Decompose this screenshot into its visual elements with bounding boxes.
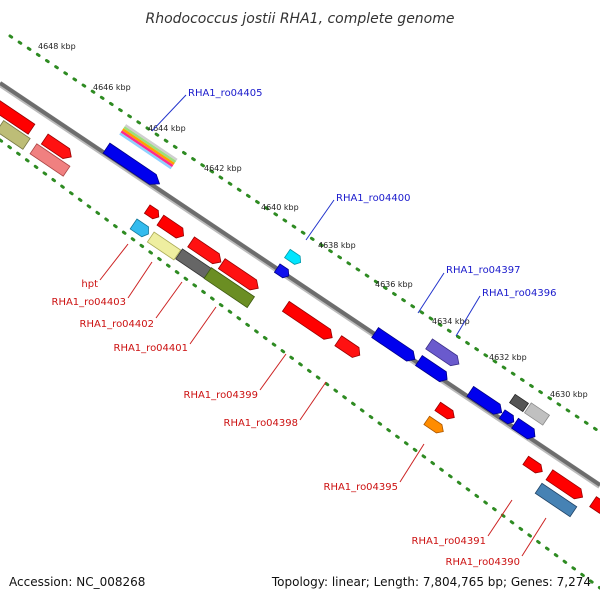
leader-ro04391 (487, 499, 513, 537)
gene-ro04403[interactable] (146, 231, 182, 261)
label-ro04399[interactable]: RHA1_ro04399 (184, 390, 259, 401)
label-ro04405[interactable]: RHA1_ro04405 (188, 88, 263, 99)
label-ro04397[interactable]: RHA1_ro04397 (446, 265, 521, 276)
gene-blue-636[interactable] (371, 327, 419, 365)
gene-ro04391[interactable] (545, 469, 586, 502)
tick-label-4634: 4634 kbp (432, 317, 470, 326)
tick-label-4648: 4648 kbp (38, 42, 76, 51)
tick-label-4630: 4630 kbp (550, 390, 588, 399)
leader-ro04405 (151, 94, 187, 132)
tick-dots-top (8, 34, 600, 434)
tick-label-4636: 4636 kbp (375, 280, 413, 289)
accession-text: Accession: NC_008268 (9, 575, 145, 589)
leader-ro04390 (521, 517, 547, 557)
gene-red-far-right-small[interactable] (522, 455, 545, 475)
gene-blue-small-640[interactable] (273, 263, 291, 280)
label-ro04395[interactable]: RHA1_ro04395 (324, 482, 399, 493)
tick-dots-bottom (0, 138, 600, 590)
gene-blue-634[interactable] (414, 354, 451, 385)
gene-blue-632[interactable] (466, 385, 505, 417)
tick-label-4642: 4642 kbp (204, 164, 242, 173)
leader-ro04400 (305, 199, 335, 241)
gene-ro04398[interactable] (334, 335, 363, 360)
label-ro04390[interactable]: RHA1_ro04390 (446, 557, 521, 568)
gene-red-small-1[interactable] (143, 204, 161, 221)
gene-gray-light-630[interactable] (523, 402, 551, 426)
gene-left-red-2[interactable] (40, 133, 74, 162)
gene-red-small-2[interactable] (156, 214, 187, 241)
gene-red-edge[interactable] (589, 496, 600, 514)
leader-ro04397 (417, 272, 445, 314)
label-ro04391[interactable]: RHA1_ro04391 (412, 536, 487, 547)
label-ro04403[interactable]: RHA1_ro04403 (52, 297, 127, 308)
leader-ro04398 (299, 381, 327, 421)
gene-ro04405-stack[interactable] (119, 124, 178, 170)
tick-label-4644: 4644 kbp (148, 124, 186, 133)
label-ro04396[interactable]: RHA1_ro04396 (482, 288, 557, 299)
leader-ro04396 (455, 295, 481, 337)
gene-ro04400[interactable] (284, 248, 304, 266)
tick-label-4638: 4638 kbp (318, 241, 356, 250)
gene-ro04396[interactable] (425, 338, 463, 369)
leader-ro04403 (127, 261, 153, 299)
gene-ro04390[interactable] (534, 482, 578, 518)
label-ro04398[interactable]: RHA1_ro04398 (224, 418, 299, 429)
label-hpt[interactable]: hpt (81, 279, 98, 290)
label-ro04402[interactable]: RHA1_ro04402 (80, 319, 155, 330)
gene-blue-630-2[interactable] (511, 417, 539, 441)
gene-ro04395[interactable] (423, 415, 446, 435)
gene-red-mid[interactable] (187, 236, 225, 267)
gene-blue-small-630[interactable] (498, 409, 516, 426)
gene-ro04405-blue[interactable] (102, 142, 163, 189)
leader-ro04401 (189, 306, 217, 345)
gene-red-630-small[interactable] (434, 401, 457, 421)
label-ro04400[interactable]: RHA1_ro04400 (336, 193, 411, 204)
gene-red-right-group[interactable] (217, 258, 261, 294)
gene-top-left-olive[interactable] (0, 120, 31, 150)
leader-ro04399 (259, 353, 287, 391)
label-ro04401[interactable]: RHA1_ro04401 (114, 343, 189, 354)
gene-top-left-red[interactable] (0, 99, 36, 135)
topology-text: Topology: linear; Length: 7,804,765 bp; … (271, 575, 591, 589)
map-title: Rhodococcus jostii RHA1, complete genome (145, 11, 454, 27)
tick-label-4640: 4640 kbp (261, 203, 299, 212)
gene-left-pink[interactable] (29, 143, 71, 177)
leader-hpt (99, 243, 129, 281)
gene-ro04401[interactable] (203, 267, 256, 309)
gene-gray-dark-630[interactable] (509, 393, 529, 413)
leader-ro04402 (155, 281, 183, 319)
tick-label-4632: 4632 kbp (489, 353, 527, 362)
leader-ro04395 (399, 443, 425, 483)
gene-ro04399[interactable] (281, 300, 335, 342)
tick-label-4646: 4646 kbp (93, 83, 131, 92)
gene-hpt[interactable] (129, 218, 152, 239)
